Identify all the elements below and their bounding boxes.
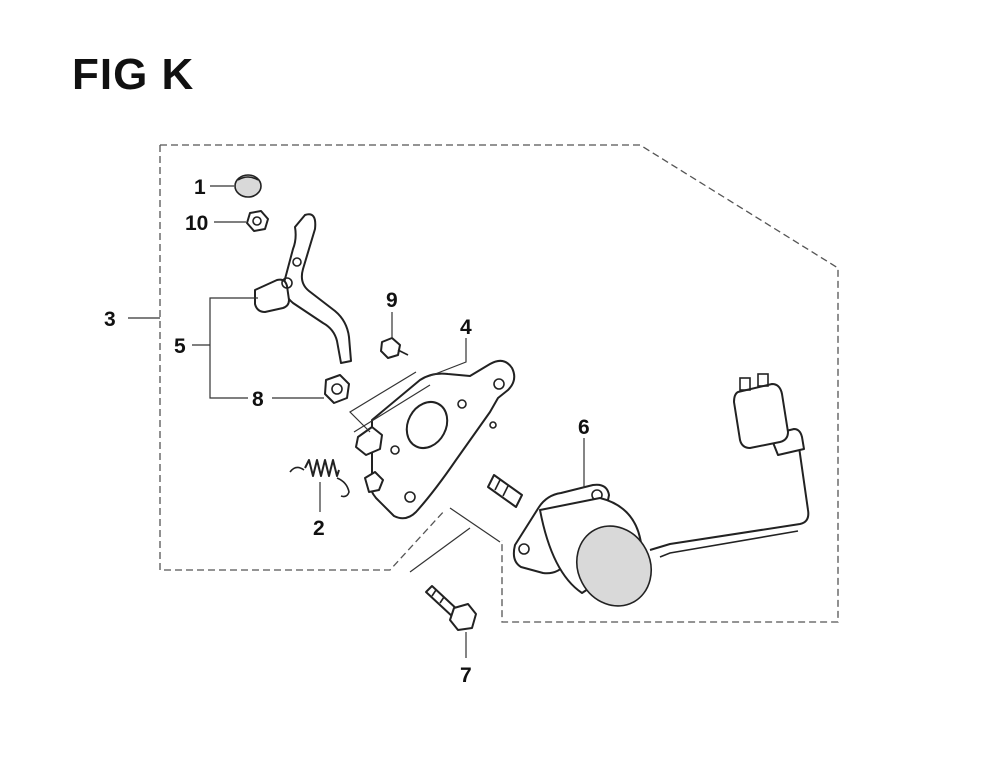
part-5-stop-lever[interactable] [254,213,352,364]
assembly-boundary [159,144,839,623]
callout-8: 8 [252,388,264,411]
callout-3: 3 [104,308,116,331]
callout-10: 10 [185,212,208,235]
part-4-bracket[interactable] [355,359,516,520]
callout-4: 4 [460,316,472,339]
part-6-fuel-cut-solenoid[interactable] [487,373,810,619]
callout-labels: 1 10 3 5 8 9 4 2 6 7 [104,176,590,687]
callout-5: 5 [174,335,186,358]
callout-7: 7 [460,664,472,687]
part-8-flange-nut[interactable] [324,374,350,404]
part-2-spring[interactable] [289,459,350,498]
callout-6: 6 [578,416,590,439]
part-1-cap-nut[interactable] [234,174,262,198]
part-9-bolt[interactable] [380,337,409,359]
callout-9: 9 [386,289,398,312]
part-7-mounting-bolt[interactable] [425,585,477,631]
callout-1: 1 [194,176,206,199]
figure-title: FIG K [72,50,195,99]
leader-lines [128,185,585,658]
part-10-hex-nut[interactable] [246,210,269,232]
callout-2: 2 [313,517,325,540]
